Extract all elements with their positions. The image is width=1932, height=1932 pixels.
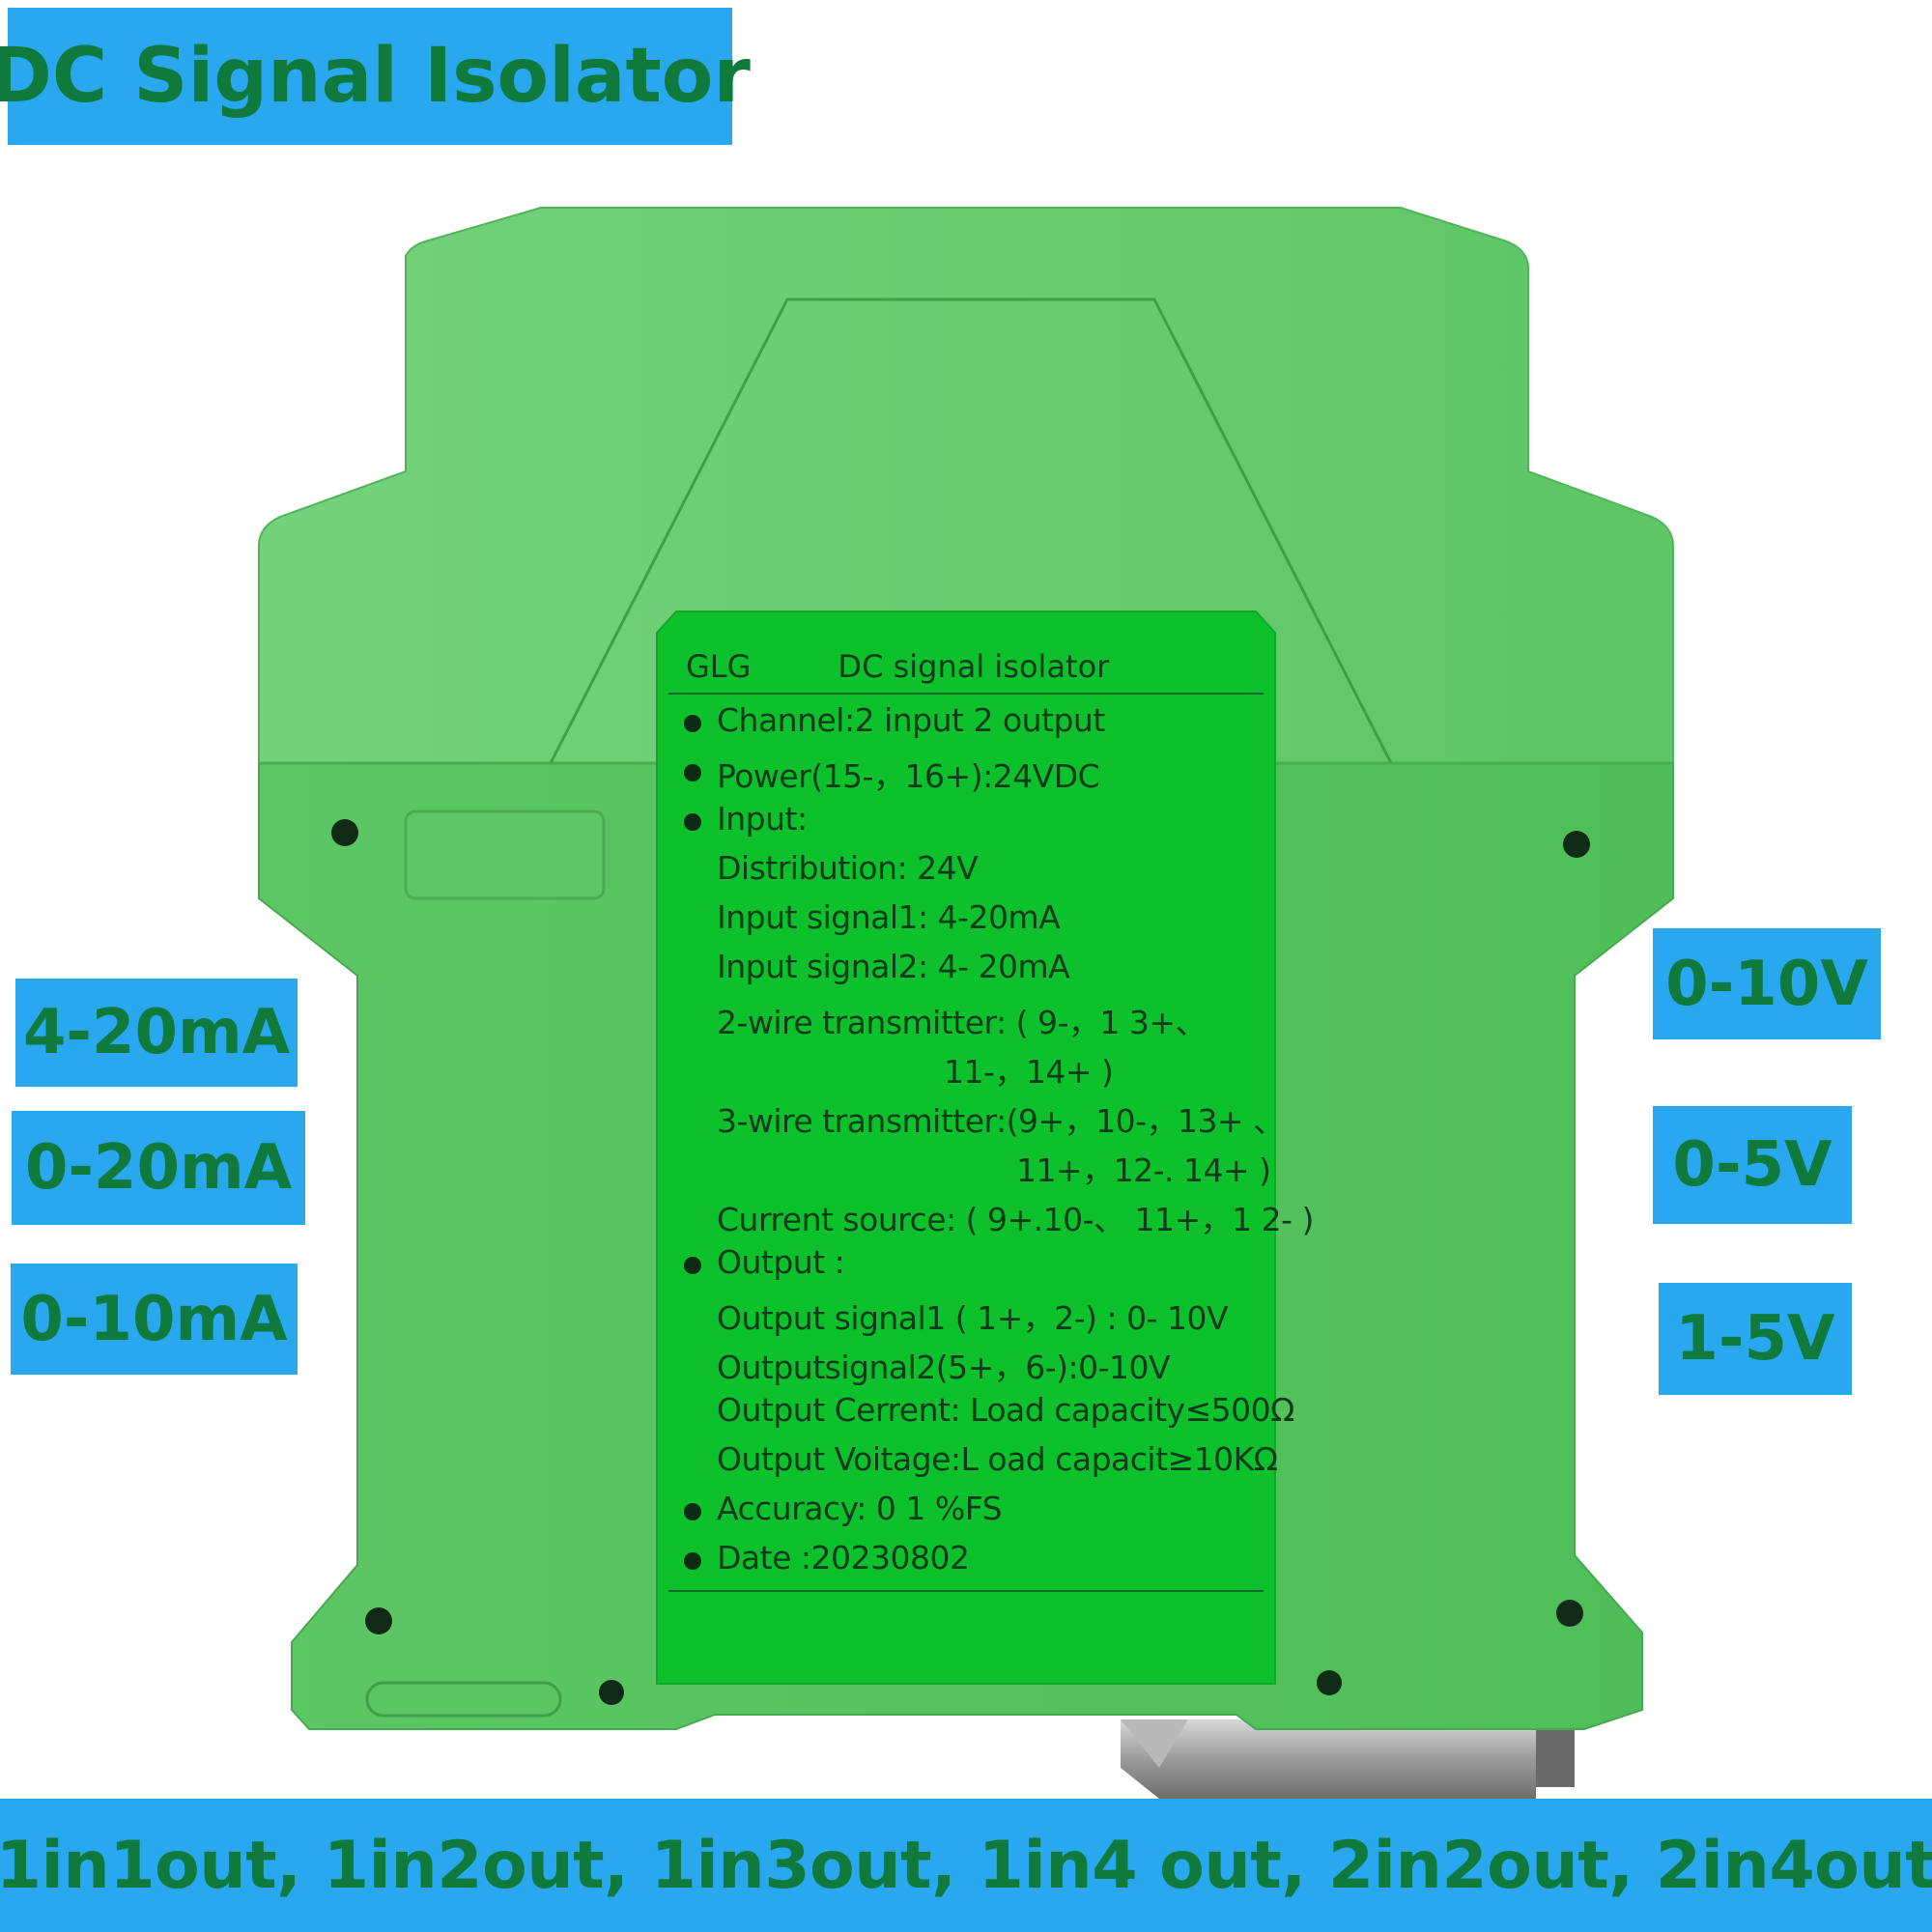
spec-line: Output Voitage:L oad capacit≥10KΩ <box>717 1440 1278 1478</box>
housing-top-ridge <box>549 298 1393 764</box>
spec-bullet <box>684 715 701 732</box>
label-divider-top <box>668 693 1264 695</box>
title-banner: DC Signal Isolator <box>0 8 751 145</box>
spec-line: 11-，14+ ) <box>944 1053 1114 1091</box>
output-tag-0-10v: 0-10V <box>1653 928 1881 1039</box>
spec-line: Output signal1 ( 1+，2-) : 0- 10V <box>717 1299 1229 1337</box>
spec-bullet <box>684 1552 701 1570</box>
spec-line: Output Cerrent: Load capacity≤500Ω <box>717 1391 1294 1429</box>
input-tag-0-20ma: 0-20mA <box>12 1111 305 1225</box>
label-brand: GLG <box>686 648 752 685</box>
spec-line: 3-wire transmitter:(9+，10-，13+ 、 <box>717 1102 1285 1140</box>
spec-line: Current source: ( 9+.10-、 11+，1 2- ) <box>717 1201 1314 1238</box>
label-header: GLG DC signal isolator <box>686 648 1256 685</box>
product-label: GLG DC signal isolator Channel:2 input 2… <box>657 611 1314 1684</box>
spec-line: 2-wire transmitter: ( 9-，1 3+、 <box>717 1004 1208 1041</box>
output-tag-0-5v: 0-5V <box>1653 1106 1852 1224</box>
indicator-window <box>404 810 606 900</box>
bottom-slot <box>365 1681 562 1718</box>
spec-line: Power(15-，16+):24VDC <box>717 757 1100 795</box>
spec-line: Input signal2: 4- 20mA <box>717 948 1070 985</box>
spec-bullet <box>684 813 701 831</box>
spec-line: Accuracy: 0 1 %FS <box>717 1490 1003 1527</box>
label-divider-bottom <box>668 1590 1264 1592</box>
spec-line: Outputsignal2(5+，6-):0-10V <box>717 1349 1171 1386</box>
input-tag-0-10ma: 0-10mA <box>11 1264 298 1375</box>
spec-bullet <box>684 1257 701 1274</box>
configurations-banner: 1in1out, 1in2out, 1in3out, 1in4 out, 2in… <box>0 1799 1932 1932</box>
spec-line: Output : <box>717 1243 845 1281</box>
spec-line: 11+，12-. 14+ ) <box>1016 1151 1271 1189</box>
spec-line: Channel:2 input 2 output <box>717 701 1105 739</box>
spec-line: Input signal1: 4-20mA <box>717 898 1061 936</box>
output-tag-1-5v: 1-5V <box>1659 1283 1852 1395</box>
spec-bullet <box>684 1503 701 1520</box>
label-panel-background <box>656 611 1276 1685</box>
housing-screws <box>331 819 1590 1705</box>
spec-bullet <box>684 764 701 781</box>
spec-line: Distribution: 24V <box>717 849 979 887</box>
label-product: DC signal isolator <box>838 648 1110 685</box>
spec-line: Date :20230802 <box>717 1539 970 1577</box>
spec-line: Input: <box>717 800 808 838</box>
input-tag-4-20ma: 4-20mA <box>15 979 298 1087</box>
